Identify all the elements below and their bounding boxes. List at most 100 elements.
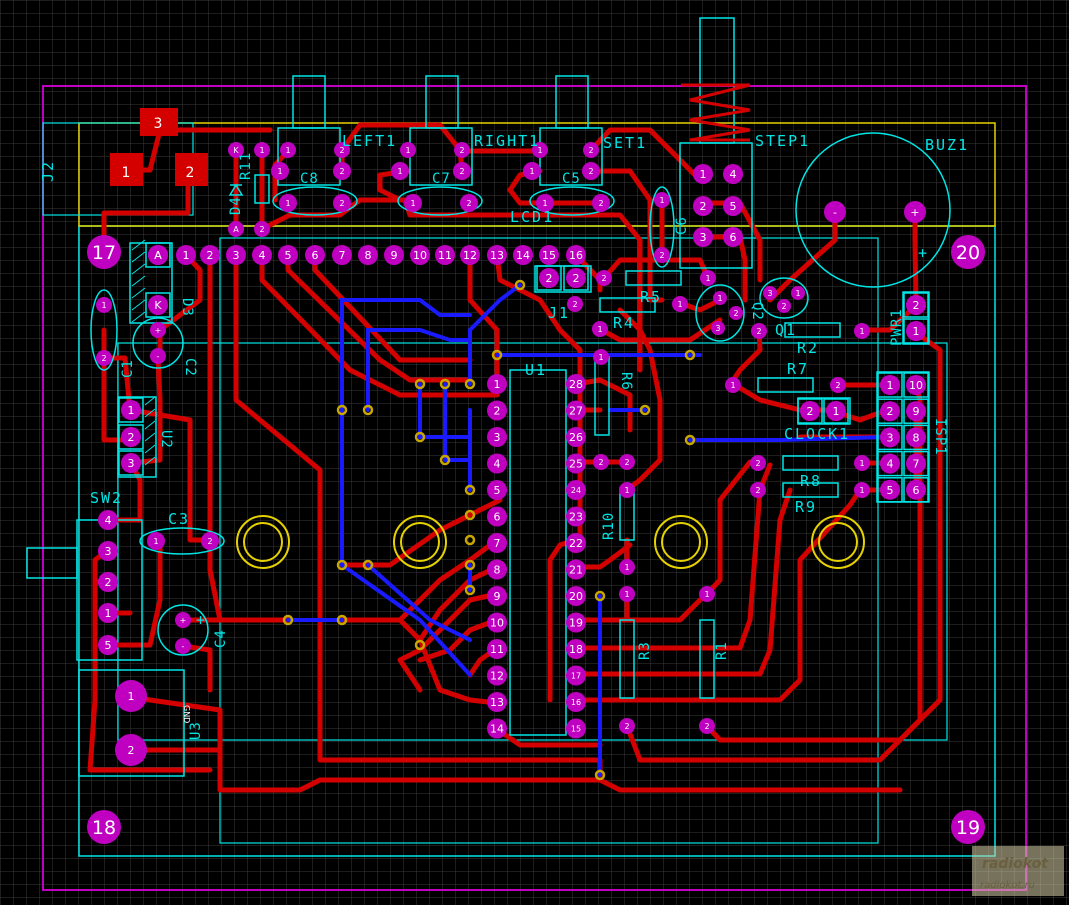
u1-pin-17[interactable]	[566, 665, 586, 686]
r3-pad-1[interactable]	[619, 586, 635, 602]
u1-pin-22[interactable]	[566, 533, 586, 553]
u2-pin-3[interactable]	[121, 453, 141, 473]
r10-pad-1b[interactable]	[619, 559, 635, 575]
c1-pad-2[interactable]	[96, 350, 112, 366]
lcd-pad-6[interactable]	[305, 245, 325, 265]
u1-pin-7[interactable]	[487, 533, 507, 553]
u1-pin-15[interactable]	[566, 718, 586, 739]
u1-pin-24[interactable]	[566, 480, 586, 500]
left1-pad-1[interactable]	[280, 142, 296, 158]
isp1-pin-5[interactable]	[880, 479, 900, 500]
isp1-pin-1[interactable]	[880, 375, 900, 395]
r11-pad-2[interactable]	[254, 221, 270, 237]
u1-pin-19[interactable]	[566, 612, 586, 633]
sw2-pin-5[interactable]	[98, 635, 118, 655]
step1-pad-2[interactable]	[693, 196, 713, 216]
buz1-pad-plus[interactable]	[904, 201, 926, 223]
r6-pad-1[interactable]	[593, 349, 609, 365]
pwr1-pad-2[interactable]	[906, 295, 926, 315]
c8-pad-2[interactable]	[333, 194, 351, 212]
d3-pad-k[interactable]	[148, 295, 168, 315]
r8-pad-2[interactable]	[750, 455, 766, 471]
r2-pad-1[interactable]	[854, 323, 870, 339]
right1-pad-3[interactable]	[391, 162, 409, 180]
lcd-pad-13[interactable]	[487, 245, 507, 265]
q1-pad-1[interactable]	[791, 286, 805, 300]
lcd-pad-14[interactable]	[513, 245, 533, 265]
c1-pad-1[interactable]	[96, 297, 112, 313]
sw2-pin-4[interactable]	[98, 510, 118, 530]
r7-pad-2[interactable]	[830, 377, 846, 393]
clock1-pad-1[interactable]	[826, 401, 846, 421]
r6-pad-2[interactable]	[593, 454, 609, 470]
isp1-pin-8[interactable]	[906, 427, 926, 448]
isp1-pin-9[interactable]	[906, 401, 926, 422]
q1-pad-3[interactable]	[763, 286, 777, 300]
c4-pad-plus[interactable]	[175, 612, 191, 628]
u3-pin-2[interactable]	[115, 734, 147, 766]
u3-pin-1[interactable]	[115, 680, 147, 712]
set1-pad-3[interactable]	[523, 162, 541, 180]
r2-pad-2[interactable]	[751, 323, 767, 339]
u2-pin-2[interactable]	[121, 427, 141, 447]
r1-pad-1[interactable]	[699, 586, 715, 602]
c3-pad-2[interactable]	[201, 532, 219, 550]
lcd-pad-12[interactable]	[460, 245, 480, 265]
pwr1-pad-1[interactable]	[906, 321, 926, 341]
u2-pin-1[interactable]	[121, 400, 141, 420]
lcd-pad-16[interactable]	[566, 245, 586, 265]
c3-pad-1[interactable]	[147, 532, 165, 550]
r5-pad-1[interactable]	[700, 270, 716, 286]
u1-pin-26[interactable]	[566, 427, 586, 447]
right1-pad-2[interactable]	[454, 142, 470, 158]
clock1-pad-2[interactable]	[800, 401, 820, 421]
sw2-pin-3[interactable]	[98, 541, 118, 561]
u1-pin-9[interactable]	[487, 586, 507, 606]
u1-pin-21[interactable]	[566, 559, 586, 580]
u1-pin-3[interactable]	[487, 427, 507, 447]
left1-pad-2[interactable]	[334, 142, 350, 158]
u1-pin-20[interactable]	[566, 586, 586, 606]
c7-pad-2[interactable]	[460, 194, 478, 212]
c2-pad-plus[interactable]	[150, 322, 166, 338]
q2-pad-1[interactable]	[713, 291, 727, 305]
u1-pin-5[interactable]	[487, 480, 507, 500]
c2-pad-minus[interactable]	[150, 348, 166, 364]
r9-pad-2[interactable]	[750, 482, 766, 498]
r8-pad-1[interactable]	[854, 455, 870, 471]
c8-pad-1[interactable]	[279, 194, 297, 212]
c5-pad-2[interactable]	[592, 194, 610, 212]
c4-pad-minus[interactable]	[175, 638, 191, 654]
isp1-pin-4[interactable]	[880, 453, 900, 474]
right1-pad-4[interactable]	[453, 162, 471, 180]
u1-pin-27[interactable]	[566, 400, 586, 421]
q1-pad-2[interactable]	[777, 299, 791, 313]
component-pads[interactable]	[96, 142, 929, 766]
d4-pad-k[interactable]	[228, 142, 244, 158]
lcd-pad-4[interactable]	[252, 245, 272, 265]
step1-pad-3[interactable]	[693, 227, 713, 247]
left1-pad-4[interactable]	[333, 162, 351, 180]
u1-pin-1[interactable]	[487, 374, 507, 394]
sw2-pin-1[interactable]	[98, 603, 118, 623]
lcd-pad-10[interactable]	[410, 245, 430, 265]
r4-pad-1[interactable]	[672, 296, 688, 312]
step1-pad-4[interactable]	[723, 164, 743, 184]
u1-pin-6[interactable]	[487, 506, 507, 527]
lcd-pad-7[interactable]	[332, 245, 352, 265]
c6-pad-2[interactable]	[654, 247, 670, 263]
step1-pad-1[interactable]	[693, 164, 713, 184]
right1-pad-1[interactable]	[400, 142, 416, 158]
lcd-pad-15[interactable]	[539, 245, 559, 265]
r1-pad-2[interactable]	[699, 718, 715, 734]
r11-pad-1[interactable]	[254, 142, 270, 158]
isp1-pin-10[interactable]	[906, 375, 926, 395]
u1-pin-16[interactable]	[566, 692, 586, 712]
lcd-pad-5[interactable]	[278, 245, 298, 265]
u1-pin-14[interactable]	[487, 718, 507, 739]
j1-trace-pad[interactable]	[592, 321, 608, 337]
lcd-pad-8[interactable]	[358, 245, 378, 265]
j1-pad-2[interactable]	[539, 268, 559, 288]
d3-pad-a[interactable]	[148, 245, 168, 265]
